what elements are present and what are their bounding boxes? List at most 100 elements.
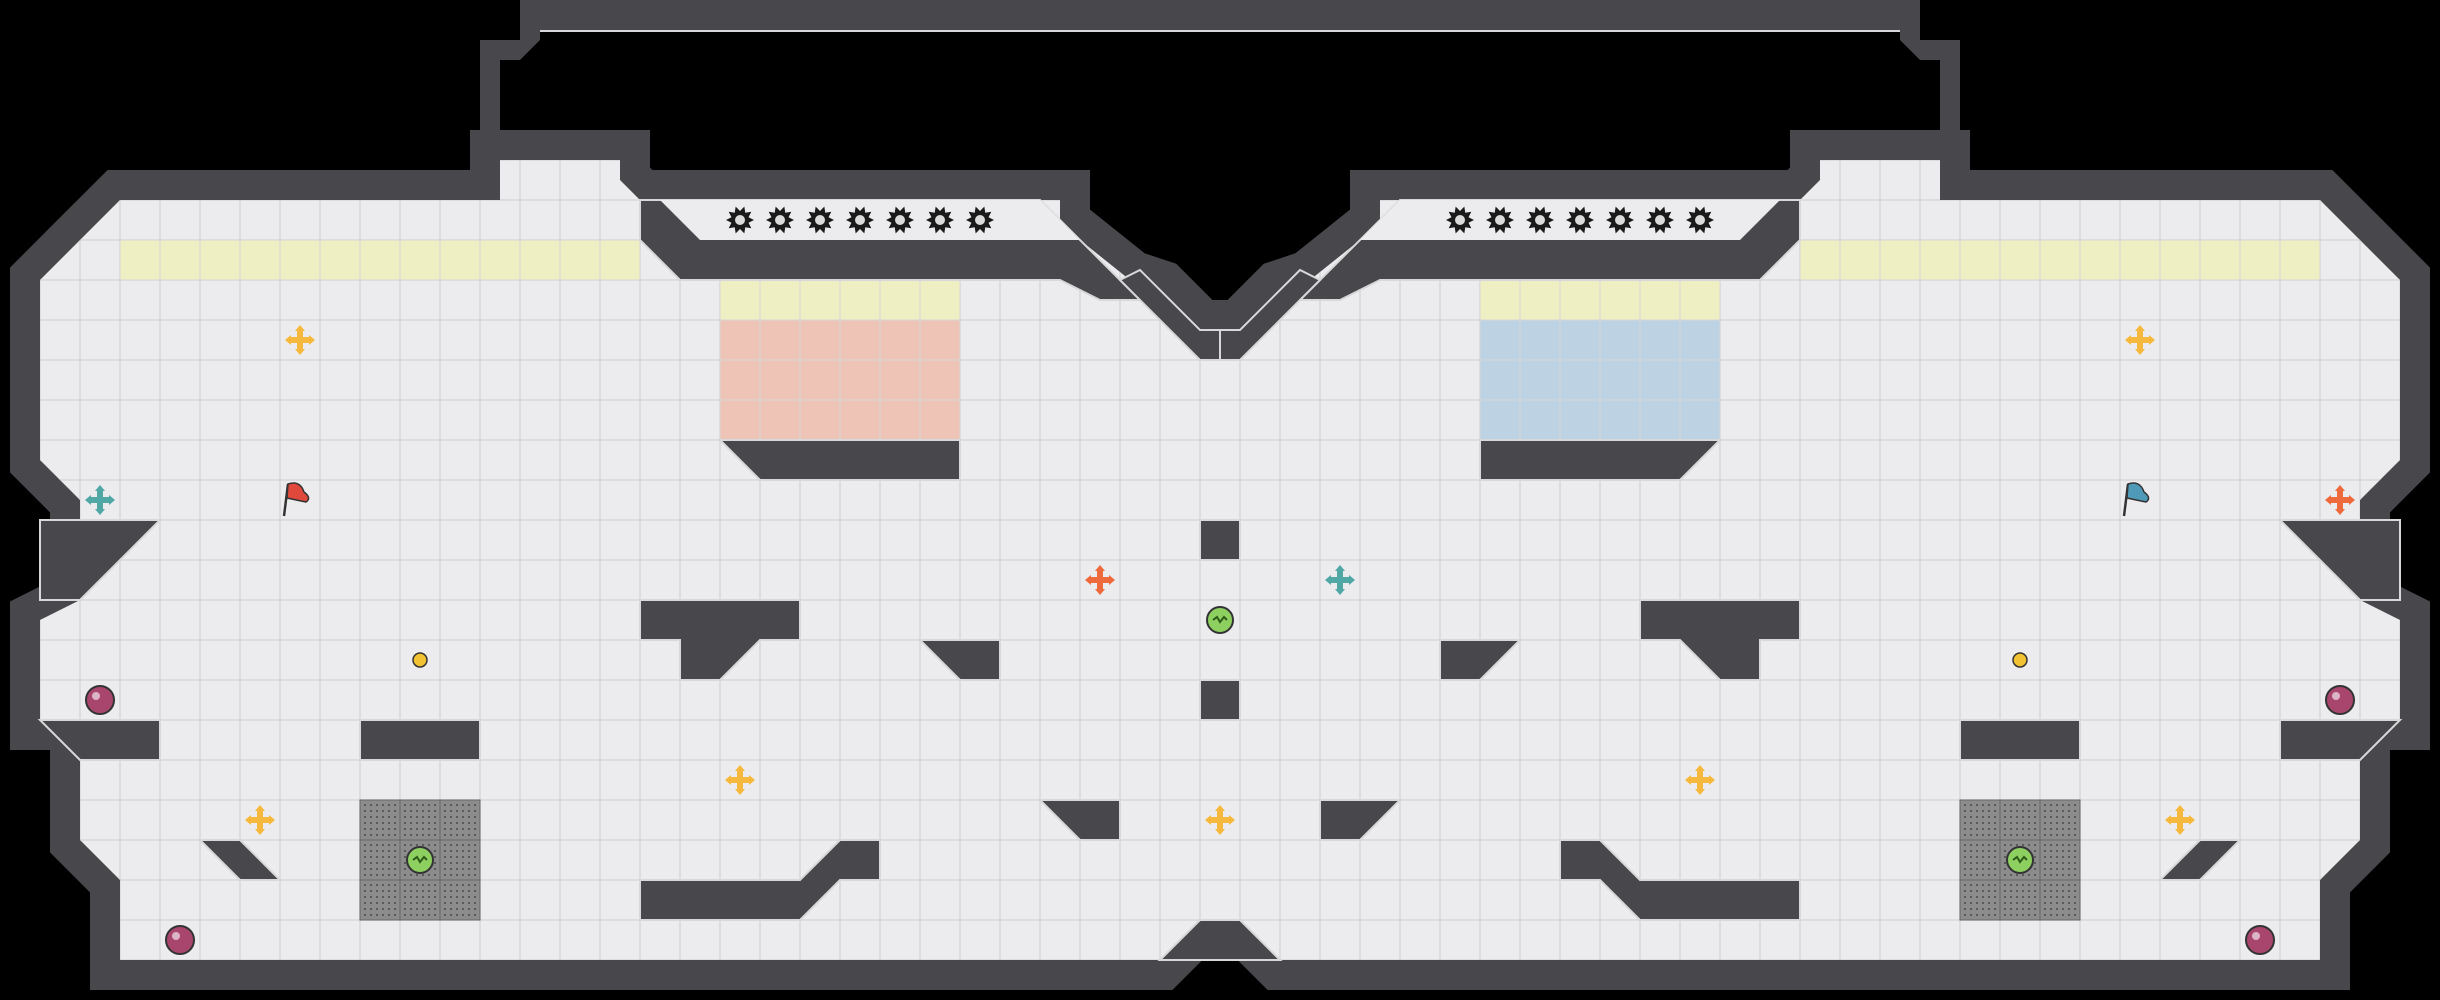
- red-endzone-tile: [919, 319, 961, 361]
- yellow-zone-left-tile: [399, 239, 441, 281]
- spike-icon: [1686, 206, 1714, 234]
- gate-left-tile: [439, 879, 481, 921]
- blue-endzone-tile: [1479, 319, 1521, 361]
- spike-icon: [1446, 206, 1474, 234]
- powerup-teal-icon: [1325, 565, 1355, 595]
- spike-icon: [886, 206, 914, 234]
- center-block-bottom: [1199, 679, 1241, 721]
- yellow-zone-left-tile: [159, 239, 201, 281]
- blue-endzone-tile: [1599, 319, 1641, 361]
- gate-left-tile: [439, 839, 481, 881]
- blue-endzone-tile: [1639, 319, 1681, 361]
- yellow-zone-right-tile: [2039, 239, 2081, 281]
- red-endzone-tile: [759, 319, 801, 361]
- red-endzone-tile: [879, 319, 921, 361]
- blue-endzone-tile: [1519, 319, 1561, 361]
- yellow-zone-left-tile: [599, 239, 641, 281]
- yellow-zone-left-tile: [359, 239, 401, 281]
- bomb-icon: [2325, 685, 2355, 715]
- corner-ramp: [197, 839, 283, 881]
- blue-endzone-tile: [1679, 359, 1721, 401]
- yellow-zone-left-tile: [439, 239, 481, 281]
- yellow-zone-red-tile: [719, 279, 761, 321]
- yellow-zone-right-tile: [2199, 239, 2241, 281]
- yellow-zone-right-tile: [2119, 239, 2161, 281]
- t-wall: [639, 599, 801, 681]
- yellow-zone-blue-tile: [1639, 279, 1681, 321]
- wall-layer: [37, 199, 2403, 961]
- small-ramp-2-mirror: [1319, 799, 1403, 841]
- powerup-yellow-icon: [725, 765, 755, 795]
- spike-icon: [1486, 206, 1514, 234]
- powerup-teal-icon: [85, 485, 115, 515]
- spike-icon: [1526, 206, 1554, 234]
- boost-icon: [1206, 606, 1234, 634]
- blue-endzone-tile: [1519, 359, 1561, 401]
- powerup-yellow-icon: [2165, 805, 2195, 835]
- bottom-notch-mirror: [1157, 919, 1283, 961]
- gate-right-tile: [1959, 879, 2001, 921]
- yellow-zone-blue-tile: [1519, 279, 1561, 321]
- red-endzone-tile: [839, 399, 881, 441]
- ball-icon: [412, 652, 428, 668]
- yellow-zone-right-tile: [1959, 239, 2001, 281]
- small-ramp-1: [917, 639, 1001, 681]
- blue-endzone-tile: [1679, 319, 1721, 361]
- yellow-zone-right-tile: [2079, 239, 2121, 281]
- spike-icon: [966, 206, 994, 234]
- spike-icon: [1566, 206, 1594, 234]
- center-v-mirror: [1219, 268, 1322, 361]
- yellow-zone-red-tile: [839, 279, 881, 321]
- lower-side-notch-mirror: [2279, 719, 2403, 761]
- yellow-zone-right-tile: [2239, 239, 2281, 281]
- yellow-zone-right-tile: [1799, 239, 1841, 281]
- t-wall-mirror: [1639, 599, 1801, 681]
- red-endzone-tile: [719, 319, 761, 361]
- yellow-zone-left-tile: [239, 239, 281, 281]
- bomb-icon: [2245, 925, 2275, 955]
- lower-ramp-mirror: [1559, 839, 1801, 921]
- yellow-zone-left-tile: [119, 239, 161, 281]
- yellow-zone-blue-tile: [1479, 279, 1521, 321]
- side-notch: [39, 519, 163, 601]
- small-ramp-2: [1037, 799, 1121, 841]
- yellow-zone-left-tile: [479, 239, 521, 281]
- bomb-icon: [165, 925, 195, 955]
- powerup-yellow-icon: [285, 325, 315, 355]
- gate-right-tile: [1959, 799, 2001, 841]
- gate-right-tile: [2039, 879, 2081, 921]
- side-notch-mirror: [2277, 519, 2401, 601]
- bomb-icon: [85, 685, 115, 715]
- blue-endzone-tile: [1479, 399, 1521, 441]
- yellow-zone-left-tile: [199, 239, 241, 281]
- lower-ramp: [639, 839, 881, 921]
- red-endzone-tile: [919, 399, 961, 441]
- blue-endzone-tile: [1559, 399, 1601, 441]
- powerup-orange-icon: [1085, 565, 1115, 595]
- yellow-zone-right-tile: [1839, 239, 1881, 281]
- red-endzone-tile: [759, 399, 801, 441]
- yellow-zone-right-tile: [1879, 239, 1921, 281]
- small-ramp-1-mirror: [1439, 639, 1523, 681]
- blue-endzone-tile: [1559, 319, 1601, 361]
- yellow-zone-right-tile: [2159, 239, 2201, 281]
- powerup-yellow-icon: [1205, 805, 1235, 835]
- red-endzone-tile: [799, 319, 841, 361]
- lower-side-notch: [37, 719, 161, 761]
- powerup-yellow-icon: [1685, 765, 1715, 795]
- yellow-zone-left-tile: [279, 239, 321, 281]
- spike-icon: [926, 206, 954, 234]
- boost-icon: [2006, 846, 2034, 874]
- spike-icon: [846, 206, 874, 234]
- red-endzone-tile: [879, 359, 921, 401]
- yellow-zone-left-tile: [519, 239, 561, 281]
- gate-left-tile: [359, 879, 401, 921]
- gate-left-tile: [399, 879, 441, 921]
- yellow-zone-blue-tile: [1599, 279, 1641, 321]
- spike-icon: [806, 206, 834, 234]
- red-endzone-tile: [799, 359, 841, 401]
- spike-icon: [726, 206, 754, 234]
- powerup-orange-icon: [2325, 485, 2355, 515]
- bar-wall: [359, 719, 481, 761]
- red-endzone-tile: [799, 399, 841, 441]
